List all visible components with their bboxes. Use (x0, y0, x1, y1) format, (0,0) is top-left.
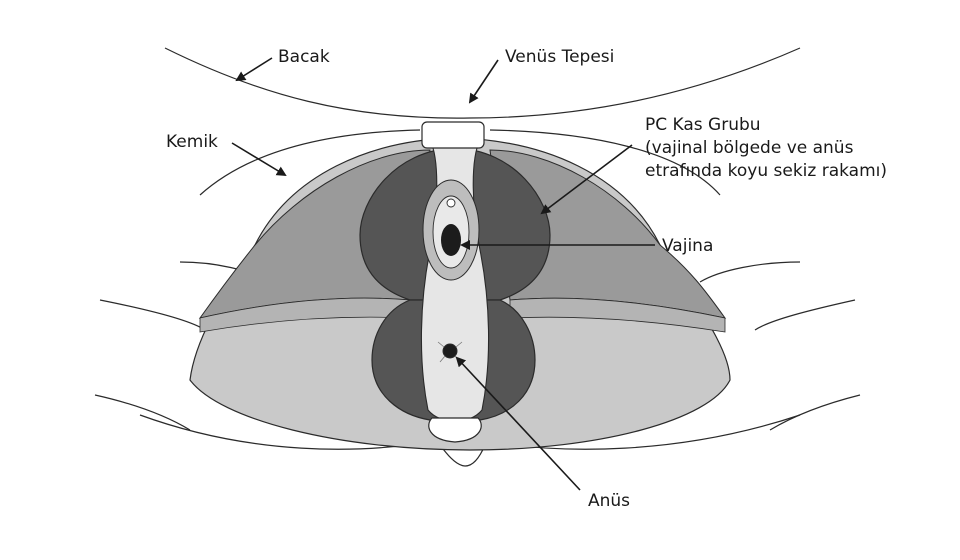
right-mid-contour (754, 299, 856, 331)
vaginal-opening (441, 224, 461, 256)
left-mid-contour (99, 299, 206, 331)
bottom-contour (439, 444, 486, 467)
label-vajina: Vajina (662, 236, 713, 256)
right-side-contour (699, 261, 801, 283)
label-anus: Anüs (588, 491, 630, 511)
pubic-bone (421, 121, 485, 149)
right-lower-contour (769, 394, 861, 431)
venus-pointer (468, 59, 499, 104)
left-lower-contour (94, 394, 191, 431)
bacak-pointer (235, 57, 273, 82)
anus-pointer (455, 356, 581, 491)
kemik-pointer (231, 142, 287, 177)
right-thigh-contour (489, 129, 721, 196)
label-pc-line1: PC Kas Grubu (645, 115, 761, 135)
anal-opening (442, 343, 458, 359)
coccyx (428, 417, 482, 443)
label-pc-line3: etrafında koyu sekiz rakamı) (645, 161, 887, 181)
upper-leg-contour (164, 47, 801, 119)
label-venus-tepesi: Venüs Tepesi (505, 47, 614, 67)
urethra (446, 198, 456, 208)
left-thigh-contour (199, 129, 421, 196)
label-kemik: Kemik (166, 132, 218, 152)
label-pc-line2: (vajinal bölgede ve anüs (645, 138, 854, 158)
pc-pointer (540, 144, 633, 215)
leader-lines (231, 57, 655, 491)
label-bacak: Bacak (278, 47, 330, 67)
